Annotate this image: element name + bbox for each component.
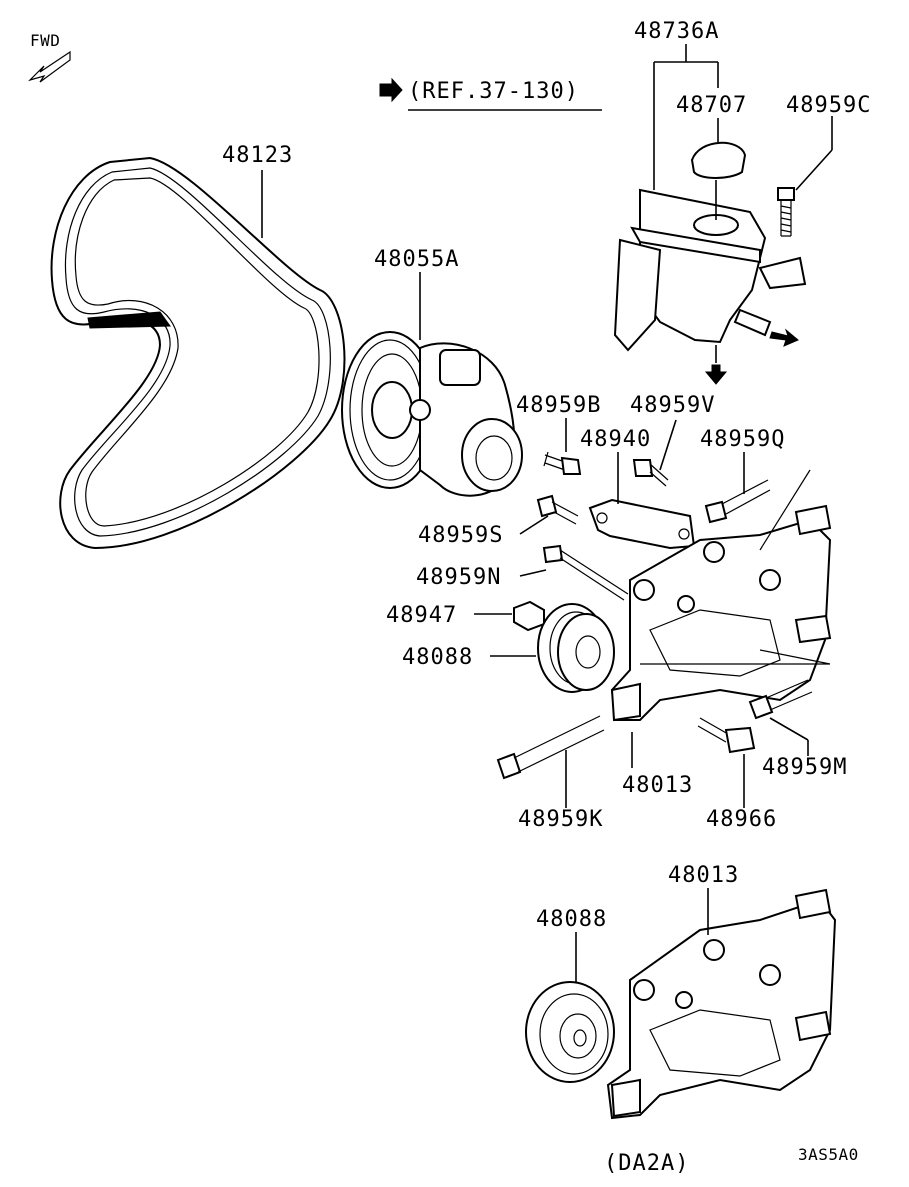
ref-arrow-icon <box>379 77 403 103</box>
label-48959C: 48959C <box>786 93 871 118</box>
variant-label: (DA2A) <box>604 1151 689 1176</box>
fwd-label: FWD <box>30 31 60 50</box>
label-48959N: 48959N <box>416 565 501 590</box>
fwd-arrow-icon <box>27 50 71 83</box>
label-48013-variant: 48013 <box>668 863 739 888</box>
label-48940: 48940 <box>580 427 651 452</box>
label-48088: 48088 <box>402 645 473 670</box>
diagram-code: 3AS5A0 <box>798 1145 859 1164</box>
bolt-48959C: 48959C <box>777 93 871 237</box>
ref-label: (REF.37-130) <box>408 79 579 104</box>
bolt-48959B: 48959B <box>516 393 601 475</box>
bolt-48966: 48966 <box>697 717 777 832</box>
bolt-48959S: 48959S <box>418 494 579 548</box>
bolt-48959N: 48959N <box>416 544 629 601</box>
label-48959S: 48959S <box>418 523 503 548</box>
power-steering-pump: 48055A <box>341 247 523 497</box>
bolt-48959K: 48959K <box>496 715 605 832</box>
label-48959M: 48959M <box>762 755 847 780</box>
bracket-48940: 48940 <box>580 427 696 550</box>
label-48959B: 48959B <box>516 393 601 418</box>
nut-48947: 48947 <box>386 600 545 632</box>
bolt-48959M: 48959M <box>748 679 847 780</box>
label-48959Q: 48959Q <box>700 427 785 452</box>
variant-idler-pulley-48088: 48088 <box>525 907 615 1083</box>
label-48088-variant: 48088 <box>536 907 607 932</box>
reservoir-tank: 48736A 48707 <box>613 19 807 385</box>
label-48055A: 48055A <box>374 247 459 272</box>
drive-belt: 48123 <box>50 143 346 550</box>
reference-callout: (REF.37-130) <box>379 77 602 111</box>
label-48947: 48947 <box>386 603 457 628</box>
bolt-48959V: 48959V <box>630 393 715 487</box>
label-48959K: 48959K <box>518 807 603 832</box>
pump-bracket-48013: 48013 <box>610 469 832 798</box>
label-48013: 48013 <box>622 773 693 798</box>
variant-bracket-48013: 48013 <box>606 863 837 1120</box>
idler-pulley-48088: 48088 <box>402 603 615 693</box>
fwd-indicator: FWD <box>27 31 71 83</box>
label-48959V: 48959V <box>630 393 715 418</box>
label-48736A: 48736A <box>634 19 719 44</box>
label-48707: 48707 <box>676 93 747 118</box>
label-48966: 48966 <box>706 807 777 832</box>
bolt-48959Q: 48959Q <box>700 427 785 524</box>
label-48123: 48123 <box>222 143 293 168</box>
